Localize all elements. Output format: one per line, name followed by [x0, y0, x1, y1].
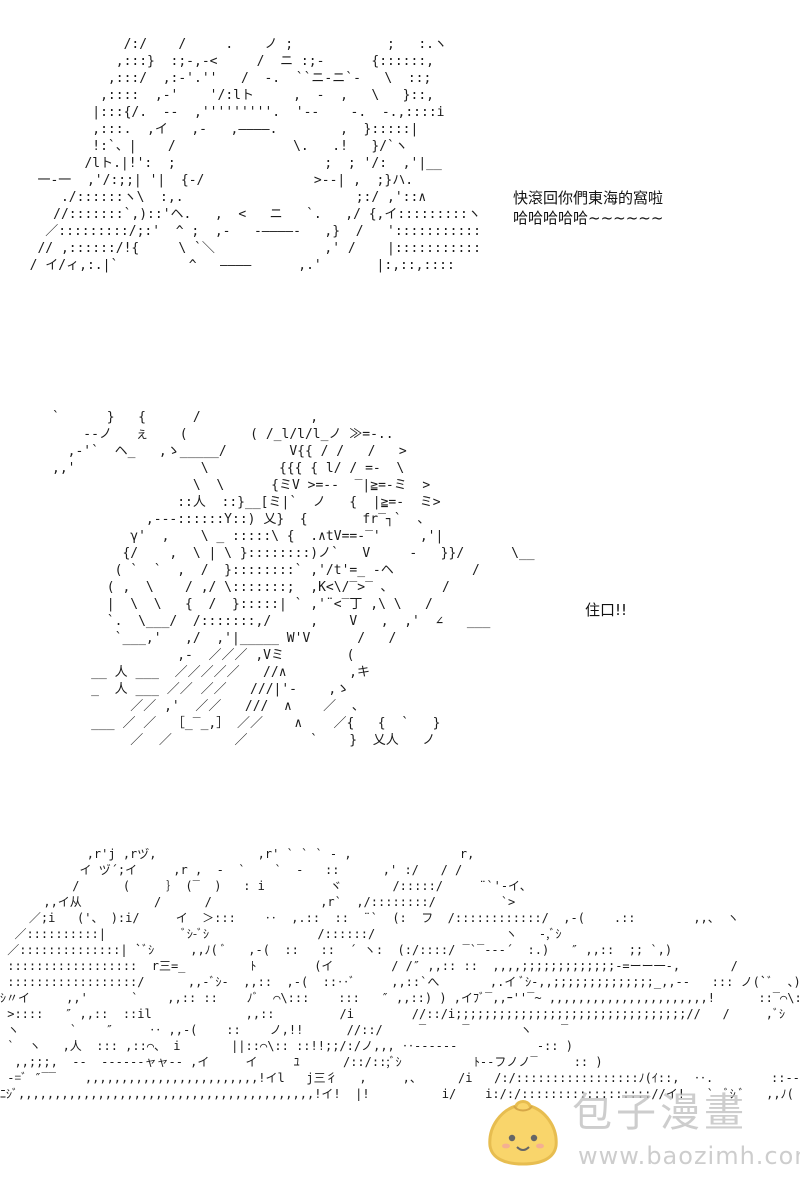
speech-text-panel-1: 快滾回你們東海的窩啦 哈哈哈哈哈~~~~~~	[513, 188, 663, 228]
manga-panel-1: /:/ / . ノ ; ; :.ヽ ,:::} :;-,-< / ニ :;- {…	[0, 0, 800, 395]
manga-panel-3: ,r'j ,rヅ, ,r' ` ` ` ‐ , r, イ ヅ´;イ ,r , -…	[0, 820, 800, 1200]
speech-line: 快滾回你們東海的窩啦	[513, 189, 664, 207]
speech-text-panel-2: 住口!!	[585, 600, 627, 620]
bun-mascot-icon	[488, 1100, 558, 1166]
ascii-art-crowd-impact: ,r'j ,rヅ, ,r' ` ` ` ‐ , r, イ ヅ´;イ ,r , -…	[0, 847, 800, 1101]
speech-line: 哈哈哈哈哈~~~~~~	[513, 209, 664, 227]
watermark: 包子漫畫 www.baozimh.com	[484, 1082, 800, 1182]
ascii-art-punch-scene: ` } { / , --ノ ぇ ( ( /_l/l/l_ノ ≫=-.. ,-'`…	[52, 410, 535, 748]
watermark-title: 包子漫畫	[572, 1090, 748, 1136]
manga-panel-2: ` } { / , --ノ ぇ ( ( /_l/l/l_ノ ≫=-.. ,-'`…	[0, 395, 800, 820]
watermark-url: www.baozimh.com	[578, 1142, 800, 1170]
speech-line: 住口!!	[585, 601, 628, 619]
ascii-art-laughing-character: /:/ / . ノ ; ; :.ヽ ,:::} :;-,-< / ニ :;- {…	[29, 37, 481, 273]
